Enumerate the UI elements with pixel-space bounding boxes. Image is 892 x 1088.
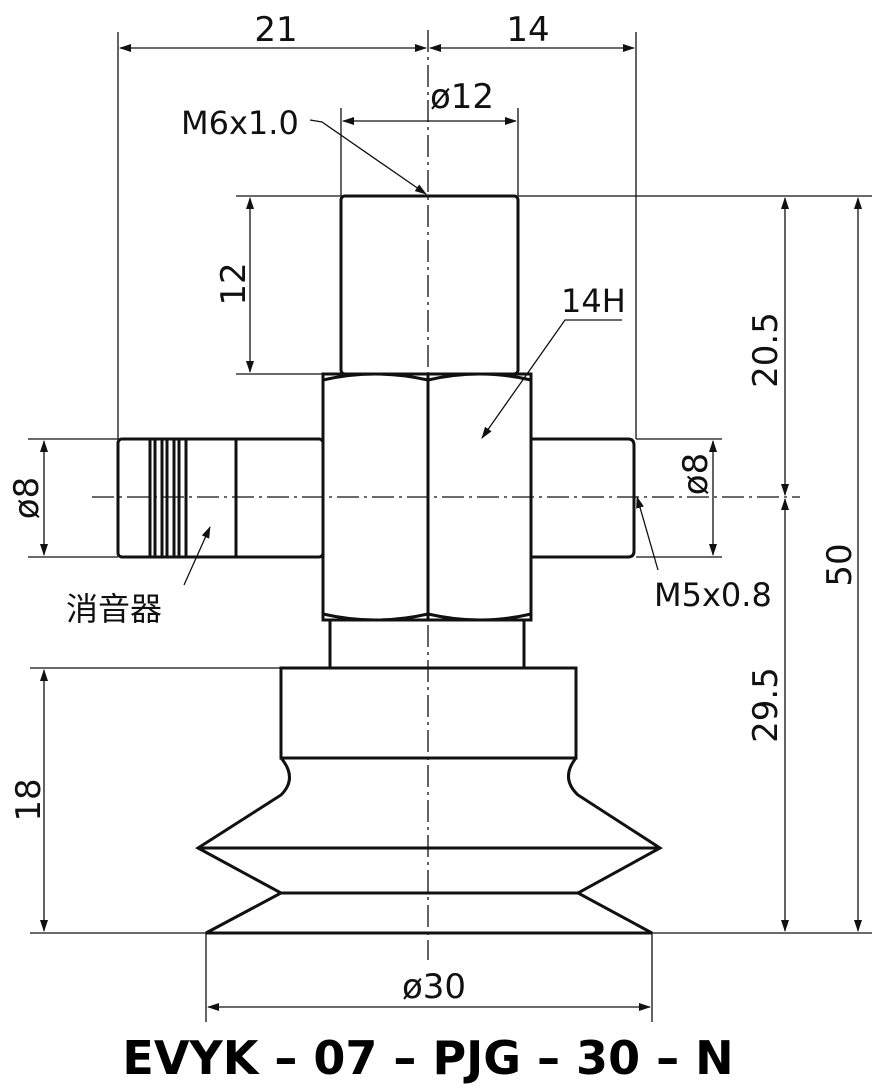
dim-height-upper: 20.5 xyxy=(746,312,786,388)
dim-height-lower: 29.5 xyxy=(746,667,786,743)
dimension-texts: 21 14 ø12 M6x1.0 12 14H 20.5 ø8 ø8 M5x0.… xyxy=(7,10,860,1007)
extension-lines xyxy=(28,32,872,1022)
bellows-cup xyxy=(195,757,663,935)
dim-dia-top: ø12 xyxy=(430,77,494,117)
part-outline xyxy=(116,194,663,935)
dim-dia-right: ø8 xyxy=(676,453,716,495)
dimension-lines xyxy=(40,44,862,1011)
dim-dia-left: ø8 xyxy=(7,477,47,519)
dim-dia-cup: ø30 xyxy=(402,967,466,1007)
cup-neck xyxy=(279,666,578,760)
dim-hex: 14H xyxy=(561,282,626,320)
label-silencer: 消音器 xyxy=(66,590,162,628)
dim-width-left: 21 xyxy=(254,10,297,50)
dim-height-top: 12 xyxy=(214,262,254,305)
leader-lines xyxy=(183,119,659,586)
collar xyxy=(328,618,526,670)
dim-thread-top: M6x1.0 xyxy=(181,104,299,142)
dim-thread-side: M5x0.8 xyxy=(654,576,772,614)
silencer xyxy=(116,437,325,559)
top-stud xyxy=(339,194,520,376)
dim-width-right: 14 xyxy=(506,10,549,50)
dim-height-cup: 18 xyxy=(9,778,49,821)
part-number-title: EVYK – 07 – PJG – 30 – N xyxy=(122,1031,733,1085)
dim-total-height: 50 xyxy=(820,543,860,586)
right-port xyxy=(531,437,636,559)
